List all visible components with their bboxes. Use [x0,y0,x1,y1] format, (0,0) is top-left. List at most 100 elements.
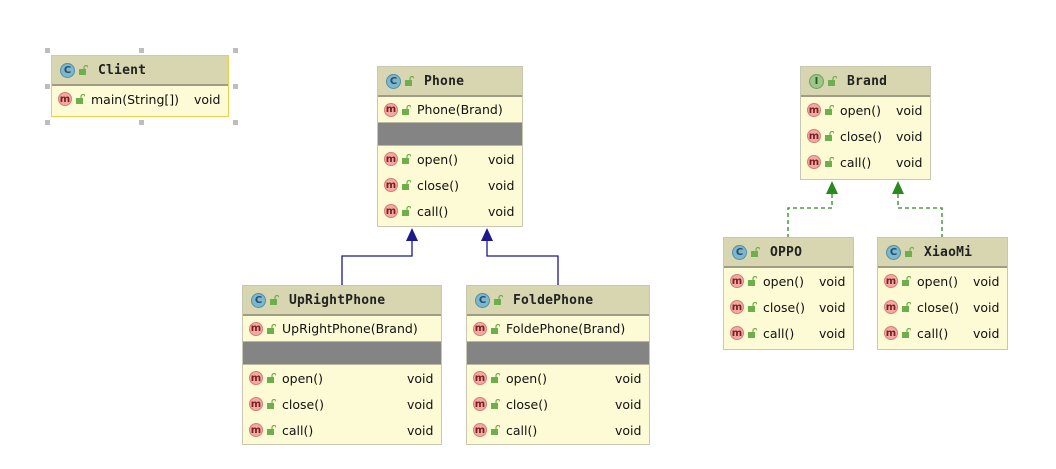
method-name: close() [917,299,959,315]
method-name: open() [917,273,958,289]
method-name: open() [840,102,881,118]
method-type: void [973,325,1000,341]
constructor-row[interactable]: m FoldePhone(Brand) [467,316,649,342]
constructor-row[interactable]: m UpRightPhone(Brand) [243,316,441,342]
method-name: main(String[]) [91,91,180,107]
class-client[interactable]: C Client m main(String[]) void [51,55,229,117]
abstract-method-icon: m [807,103,821,117]
unlock-icon [902,328,911,338]
selection-handle[interactable] [233,48,238,53]
class-header: I Brand [801,67,930,97]
method-icon: m [249,321,263,336]
selection-handle[interactable] [233,120,238,125]
class-foldephone[interactable]: C FoldePhone m FoldePhone(Brand) m open(… [466,285,650,445]
method-row[interactable]: m open() void [243,365,441,391]
method-row[interactable]: m close() void [378,172,522,198]
method-row[interactable]: m call() void [801,149,930,175]
unlock-icon [76,94,85,104]
method-row[interactable]: m close() void [243,391,441,417]
class-name: FoldePhone [513,292,594,308]
class-name: Client [98,62,147,78]
class-oppo[interactable]: C OPPO m open() void m close() void m ca… [723,237,854,350]
method-icon: m [730,274,744,288]
class-name: OPPO [770,244,803,260]
method-row[interactable]: m open() void [378,146,522,172]
method-type: void [973,273,1000,289]
unlock-icon [748,328,757,338]
selection-handle[interactable] [233,84,238,89]
unlock-icon [267,373,276,383]
selection-handle[interactable] [139,120,144,125]
unlock-icon [270,295,279,305]
class-icon: C [386,73,401,89]
class-icon: C [251,292,266,308]
class-header: C FoldePhone [467,286,649,316]
unlock-icon [825,131,834,141]
class-header: C Phone [378,67,522,97]
method-name: close() [763,299,805,315]
constructor-name: UpRightPhone(Brand) [282,321,418,336]
selection-handle[interactable] [139,48,144,53]
method-name: close() [506,396,548,412]
selection-handle[interactable] [45,120,50,125]
method-row[interactable]: m open() void [801,97,930,123]
method-row[interactable]: m call() void [378,198,522,224]
class-header: C Client [52,56,228,86]
class-name: Brand [847,73,888,89]
unlock-icon [491,425,500,435]
method-name: call() [506,422,538,438]
unlock-icon [751,247,760,257]
method-icon: m [249,371,263,385]
method-type: void [488,177,515,193]
method-type: void [194,91,221,107]
unlock-icon [402,104,411,115]
unlock-icon [825,157,834,167]
method-row[interactable]: m call() void [878,320,1007,346]
selection-handle[interactable] [45,84,50,89]
method-row[interactable]: m close() void [467,391,649,417]
class-header: C XiaoMi [878,238,1007,268]
interface-brand[interactable]: I Brand m open() void m close() void m c… [800,66,931,180]
method-type: void [973,299,1000,315]
constructor-name: FoldePhone(Brand) [506,321,626,336]
inheritance-folde-to-phone [486,232,559,286]
method-row[interactable]: m call() void [467,417,649,443]
unlock-icon [79,65,88,75]
selection-handle[interactable] [45,48,50,53]
method-name: open() [763,273,804,289]
method-row[interactable]: m call() void [243,417,441,443]
method-row[interactable]: m close() void [878,294,1007,320]
method-name: open() [506,370,547,386]
method-type: void [615,396,642,412]
method-type: void [819,299,846,315]
method-row[interactable]: m main(String[]) void [52,86,228,112]
unlock-icon [905,247,914,257]
method-row[interactable]: m close() void [724,294,853,320]
method-type: void [407,370,434,386]
unlock-icon [491,373,500,383]
unlock-icon [491,323,500,334]
method-row[interactable]: m open() void [467,365,649,391]
realization-arrowhead-xiaomi [892,181,904,194]
inheritance-upright-to-phone [341,232,413,286]
constructor-row[interactable]: m Phone(Brand) [378,97,522,123]
method-row[interactable]: m call() void [724,320,853,346]
method-row[interactable]: m open() void [878,268,1007,294]
empty-fields-section [243,342,441,365]
class-phone[interactable]: C Phone m Phone(Brand) m open() void m c… [377,66,523,227]
class-header: C OPPO [724,238,853,268]
method-icon: m [249,397,263,411]
class-uprightphone[interactable]: C UpRightPhone m UpRightPhone(Brand) m o… [242,285,442,445]
unlock-icon [902,276,911,286]
method-icon: m [730,326,744,340]
method-type: void [488,203,515,219]
unlock-icon [402,180,411,190]
method-icon: m [884,274,898,288]
class-name: XiaoMi [924,244,973,260]
method-row[interactable]: m open() void [724,268,853,294]
method-row[interactable]: m close() void [801,123,930,149]
class-xiaomi[interactable]: C XiaoMi m open() void m close() void m … [877,237,1008,350]
method-icon: m [473,397,487,411]
method-icon: m [730,300,744,314]
